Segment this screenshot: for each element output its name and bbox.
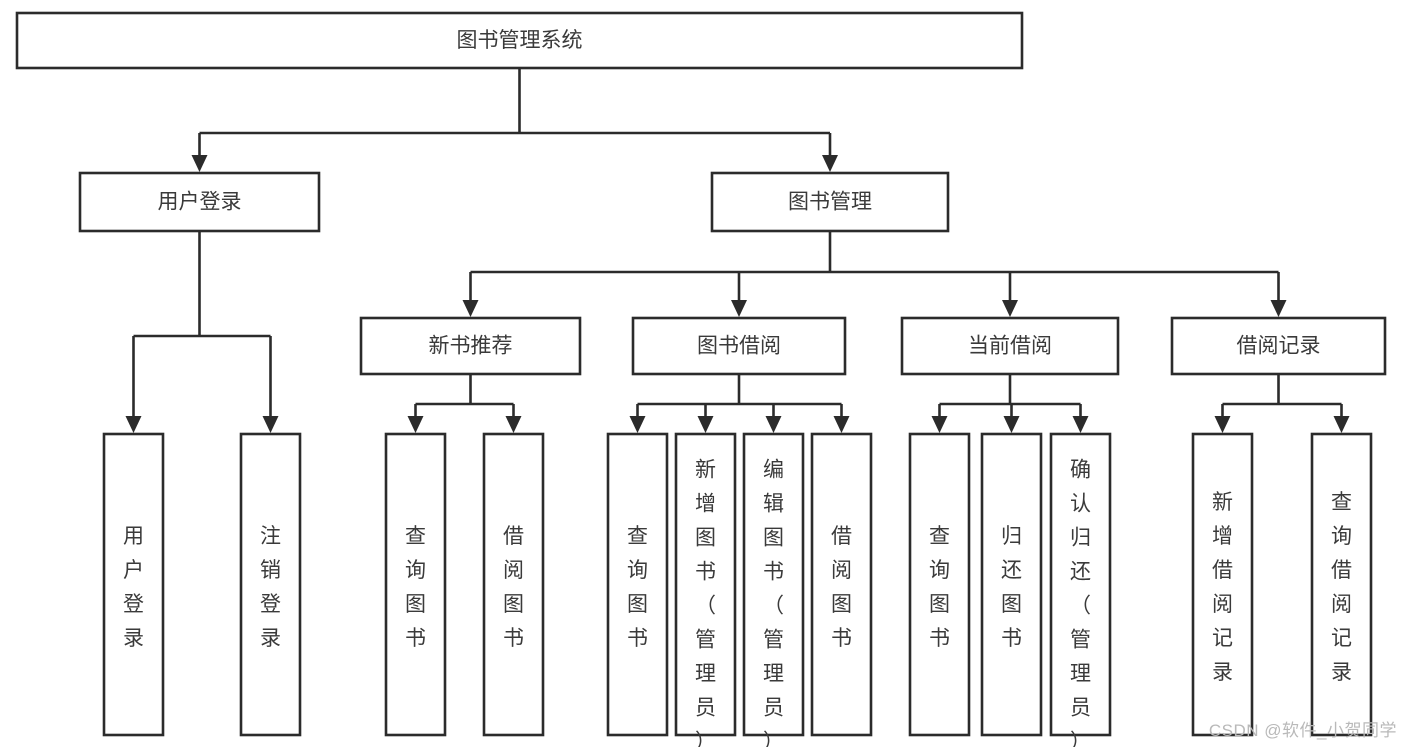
node-box[interactable] bbox=[239, 432, 302, 737]
node-box[interactable] bbox=[1049, 432, 1112, 737]
node-label: 图书借阅 bbox=[697, 335, 781, 358]
node-label: 确认归还（管理员） bbox=[1070, 458, 1091, 747]
node-box[interactable] bbox=[78, 171, 321, 233]
connector-group-borrow_record bbox=[1214, 374, 1350, 433]
arrow-head-icon bbox=[833, 416, 850, 433]
node-label: 借阅记录 bbox=[1237, 335, 1321, 358]
arrow-head-icon bbox=[1270, 300, 1287, 317]
node-box[interactable] bbox=[631, 316, 847, 376]
node-box[interactable] bbox=[810, 432, 873, 737]
node-label: 注销登录 bbox=[260, 525, 281, 650]
node-leaf-edit-book[interactable]: 编辑图书（管理员） bbox=[742, 432, 805, 747]
node-label: 新书推荐 bbox=[429, 335, 513, 358]
arrow-head-icon bbox=[407, 416, 424, 433]
node-label: 查询图书 bbox=[627, 525, 648, 650]
node-book-borrow[interactable]: 图书借阅 bbox=[631, 316, 847, 376]
arrow-head-icon bbox=[1333, 416, 1350, 433]
node-leaf-borrow-book-2[interactable]: 借阅图书 bbox=[810, 432, 873, 737]
node-user-login[interactable]: 用户登录 bbox=[78, 171, 321, 233]
node-leaf-add-record[interactable]: 新增借阅记录 bbox=[1191, 432, 1254, 737]
arrow-head-icon bbox=[462, 300, 479, 317]
arrow-head-icon bbox=[765, 416, 782, 433]
node-box[interactable] bbox=[1170, 316, 1387, 376]
arrow-head-icon bbox=[505, 416, 522, 433]
node-box[interactable] bbox=[980, 432, 1043, 737]
connector-group-book_manage bbox=[462, 231, 1287, 317]
node-box[interactable] bbox=[1191, 432, 1254, 737]
node-box[interactable] bbox=[359, 316, 582, 376]
connector-group-new_book_rec bbox=[407, 374, 522, 433]
node-box[interactable] bbox=[900, 316, 1120, 376]
node-root[interactable]: 图书管理系统 bbox=[15, 11, 1024, 70]
nodes-layer: 图书管理系统用户登录图书管理新书推荐图书借阅当前借阅借阅记录用户登录注销登录查询… bbox=[15, 11, 1387, 747]
node-leaf-query-book-3[interactable]: 查询图书 bbox=[908, 432, 971, 737]
arrow-head-icon bbox=[1003, 416, 1020, 433]
node-leaf-confirm-return[interactable]: 确认归还（管理员） bbox=[1049, 432, 1112, 747]
node-label: 当前借阅 bbox=[968, 335, 1052, 358]
arrow-head-icon bbox=[1002, 300, 1018, 317]
arrow-head-icon bbox=[1072, 416, 1089, 433]
node-label: 查询图书 bbox=[405, 525, 426, 650]
node-label: 编辑图书（管理员） bbox=[763, 458, 784, 747]
node-label: 借阅图书 bbox=[503, 525, 524, 650]
connector-group-root bbox=[191, 68, 838, 172]
node-leaf-return-book[interactable]: 归还图书 bbox=[980, 432, 1043, 737]
node-box[interactable] bbox=[742, 432, 805, 737]
node-leaf-query-book-1[interactable]: 查询图书 bbox=[384, 432, 447, 737]
arrow-head-icon bbox=[125, 416, 142, 433]
arrow-head-icon bbox=[822, 155, 838, 172]
arrow-head-icon bbox=[731, 300, 747, 317]
node-label: 用户登录 bbox=[158, 191, 242, 214]
node-label: 图书管理系统 bbox=[457, 29, 583, 52]
node-box[interactable] bbox=[606, 432, 669, 737]
arrow-head-icon bbox=[1214, 416, 1231, 433]
node-leaf-query-record[interactable]: 查询借阅记录 bbox=[1310, 432, 1373, 737]
node-label: 新增借阅记录 bbox=[1212, 491, 1233, 684]
node-label: 新增图书（管理员） bbox=[695, 458, 716, 747]
node-leaf-user-logout[interactable]: 注销登录 bbox=[239, 432, 302, 737]
connector-group-book_borrow bbox=[629, 374, 850, 433]
node-label: 用户登录 bbox=[123, 525, 144, 650]
node-new-book-rec[interactable]: 新书推荐 bbox=[359, 316, 582, 376]
node-box[interactable] bbox=[674, 432, 737, 737]
node-label: 查询图书 bbox=[929, 525, 950, 650]
node-label: 归还图书 bbox=[1001, 525, 1022, 650]
node-borrow-record[interactable]: 借阅记录 bbox=[1170, 316, 1387, 376]
node-leaf-borrow-book-1[interactable]: 借阅图书 bbox=[482, 432, 545, 737]
arrow-head-icon bbox=[931, 416, 948, 433]
node-box[interactable] bbox=[1310, 432, 1373, 737]
node-current-borrow[interactable]: 当前借阅 bbox=[900, 316, 1120, 376]
node-leaf-query-book-2[interactable]: 查询图书 bbox=[606, 432, 669, 737]
node-box[interactable] bbox=[15, 11, 1024, 70]
connector-group-user_login bbox=[125, 231, 279, 433]
arrow-head-icon bbox=[262, 416, 279, 433]
arrow-head-icon bbox=[697, 416, 714, 433]
node-label: 查询借阅记录 bbox=[1331, 491, 1352, 684]
node-book-manage[interactable]: 图书管理 bbox=[710, 171, 950, 233]
node-label: 图书管理 bbox=[788, 191, 872, 214]
node-leaf-user-login[interactable]: 用户登录 bbox=[102, 432, 165, 737]
connectors-layer bbox=[125, 68, 1350, 433]
node-box[interactable] bbox=[102, 432, 165, 737]
node-box[interactable] bbox=[384, 432, 447, 737]
node-box[interactable] bbox=[710, 171, 950, 233]
node-leaf-add-book[interactable]: 新增图书（管理员） bbox=[674, 432, 737, 747]
connector-group-current_borrow bbox=[931, 374, 1089, 433]
arrow-head-icon bbox=[629, 416, 646, 433]
node-box[interactable] bbox=[482, 432, 545, 737]
node-box[interactable] bbox=[908, 432, 971, 737]
node-label: 借阅图书 bbox=[831, 525, 852, 650]
arrow-head-icon bbox=[191, 155, 208, 172]
